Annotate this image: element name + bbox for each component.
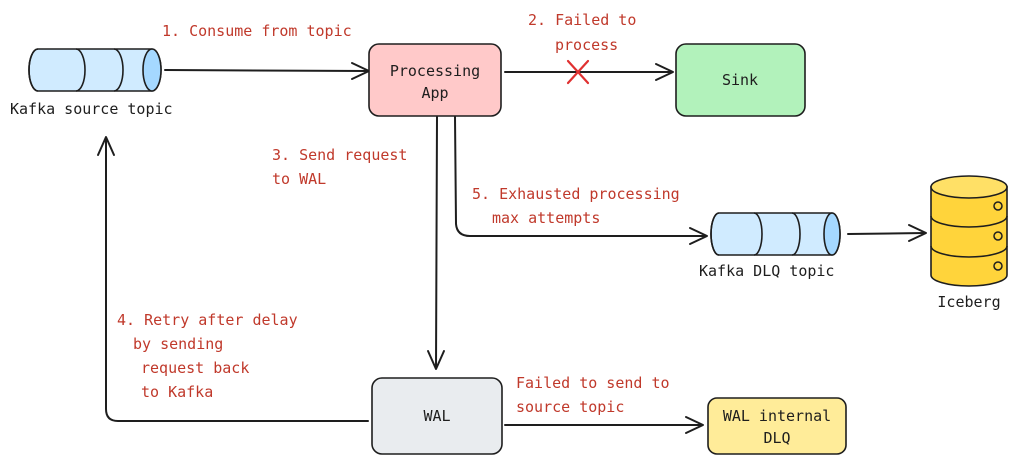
edge-label-failed-line2: process [555,36,618,54]
database-icon [930,175,1008,287]
edge-label-send-wal-line2: to WAL [272,170,326,188]
edge-failed-to-process [504,63,674,81]
edge-exhausted [454,116,708,245]
edge-label-retry-line3: request back [141,359,249,377]
edge-label-retry-line2: by sending [133,335,223,353]
edge-label-exhausted-line1: 5. Exhausted processing [472,185,680,203]
wal-node: WAL [371,377,503,455]
edge-label-consume: 1. Consume from topic [162,22,352,40]
wal-label: WAL [423,407,450,425]
edge-label-failed-send-line1: Failed to send to [516,374,670,392]
topic-cylinder-icon [28,48,162,92]
iceberg-node: Iceberg [930,175,1008,311]
topic-cylinder-icon [710,212,841,256]
edge-label-failed-line1: 2. Failed to [528,11,636,29]
edge-dlq-to-iceberg [847,224,927,242]
kafka-source-topic-label: Kafka source topic [10,100,173,118]
wal-internal-dlq-node: WAL internal DLQ [707,397,847,455]
kafka-dlq-topic: Kafka DLQ topic [699,212,841,280]
edge-label-exhausted-line2: max attempts [492,209,600,227]
processing-app-label-line2: App [421,84,448,102]
kafka-source-topic: Kafka source topic [10,48,173,118]
wal-dlq-label-line1: WAL internal [723,407,831,425]
processing-app-node: Processing App [368,43,502,117]
edge-label-failed-send-line2: source topic [516,398,624,416]
edge-label-retry-line4: to Kafka [141,383,213,401]
kafka-dlq-topic-label: Kafka DLQ topic [699,262,834,280]
edge-retry [97,136,369,422]
sink-node: Sink [675,43,806,117]
x-icon [566,59,590,85]
edge-consume [164,62,370,80]
edge-send-to-wal [427,116,445,370]
edge-label-send-wal-line1: 3. Send request [272,146,407,164]
sink-label: Sink [722,71,758,89]
processing-app-label-line1: Processing [390,62,480,80]
edge-failed-send [504,416,704,434]
wal-dlq-label-line2: DLQ [763,429,790,447]
edge-label-retry-line1: 4. Retry after delay [117,311,298,329]
iceberg-label: Iceberg [937,293,1000,311]
